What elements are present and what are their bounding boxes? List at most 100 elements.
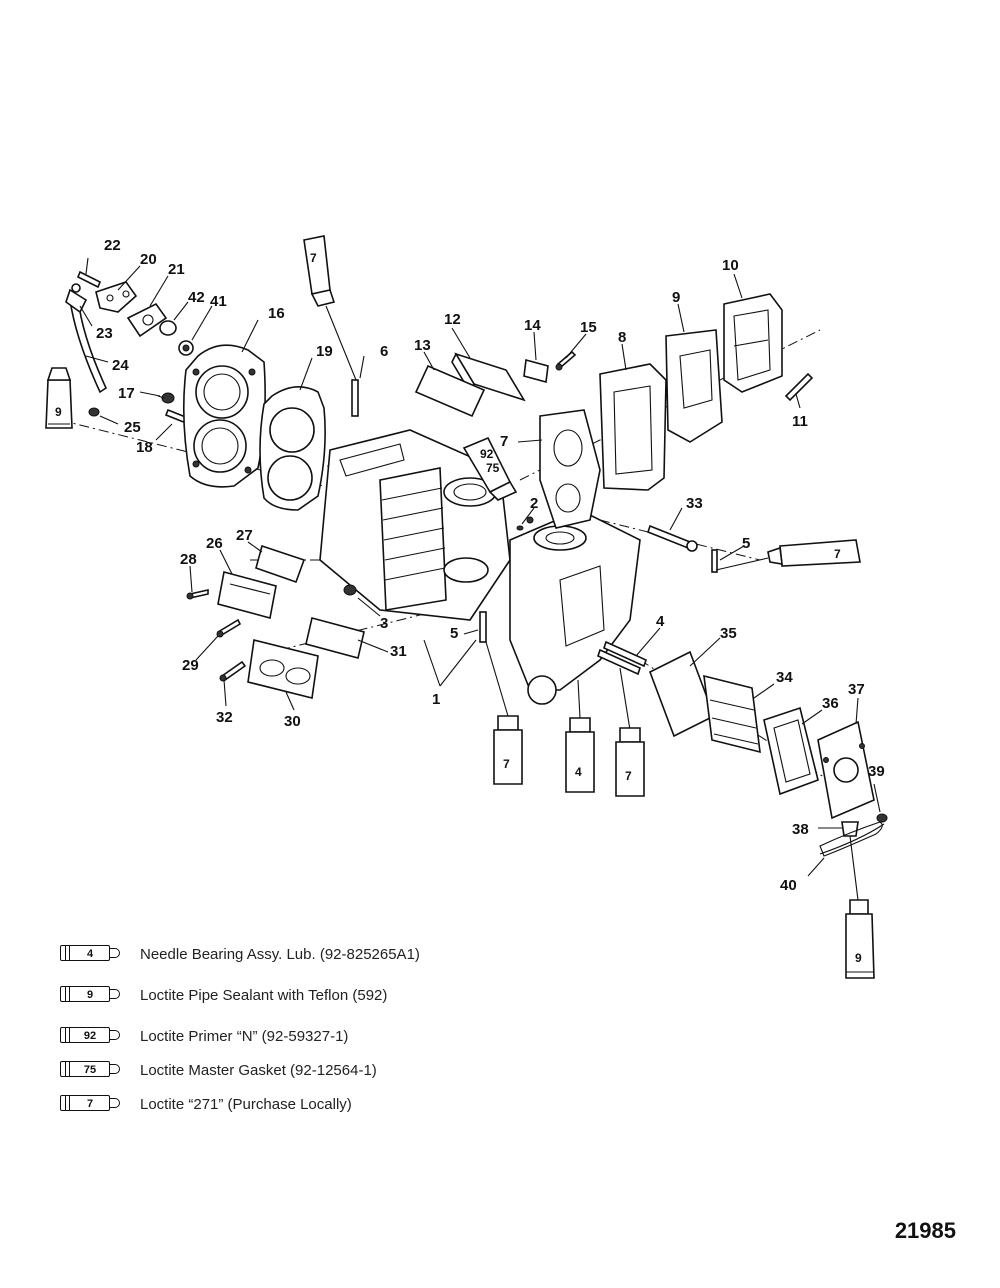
sealant-tube-7-right: 7 <box>767 539 861 567</box>
callout-27: 27 <box>236 527 253 544</box>
figure-number: 21985 <box>894 1218 956 1243</box>
fitting-41 <box>178 340 194 356</box>
callout-15: 15 <box>580 319 597 336</box>
callout-5-right: 5 <box>742 535 750 552</box>
callout-6: 6 <box>380 343 388 360</box>
tube-icon: 9 <box>60 984 126 1006</box>
callout-14: 14 <box>524 317 541 334</box>
callout-12: 12 <box>444 311 461 328</box>
stud-6 <box>351 379 359 417</box>
callout-7: 7 <box>500 433 508 450</box>
callout-19: 19 <box>316 343 333 360</box>
callout-16: 16 <box>268 305 285 322</box>
legend-text: Needle Bearing Assy. Lub. (92-825265A1) <box>140 945 420 963</box>
tube-label: 7 <box>503 757 510 771</box>
callout-9: 9 <box>672 289 680 306</box>
callout-33: 33 <box>686 495 703 512</box>
callout-41: 41 <box>210 293 227 310</box>
leader-lines <box>79 257 881 877</box>
legend-row: 9 Loctite Pipe Sealant with Teflon (592) <box>60 983 387 1007</box>
legend-text: Loctite Master Gasket (92-12564-1) <box>140 1061 377 1079</box>
callout-13: 13 <box>414 337 431 354</box>
reed-housing-26 <box>217 571 277 619</box>
tube-label: 75 <box>486 461 500 475</box>
legend-row: 75 Loctite Master Gasket (92-12564-1) <box>60 1058 377 1082</box>
sealant-tube-4-bottom: 4 <box>565 717 595 793</box>
callout-17: 17 <box>118 385 135 402</box>
tube-label: 7 <box>310 251 317 265</box>
screw-28 <box>186 589 209 600</box>
gasket-35 <box>648 650 716 738</box>
cover-37 <box>817 720 875 820</box>
tube-icon: 75 <box>60 1059 126 1081</box>
callout-32: 32 <box>216 709 233 726</box>
elbow-fitting-23 <box>65 283 88 314</box>
cylinder-head-16 <box>182 344 266 488</box>
gasket-9 <box>665 329 723 443</box>
callout-10: 10 <box>722 257 739 274</box>
callout-22: 22 <box>104 237 121 254</box>
sealant-tube-92-75: 92 75 <box>462 436 518 501</box>
crankcase <box>509 509 641 705</box>
tube-label: 92 <box>480 447 494 461</box>
cylinder-block-1 <box>319 429 511 621</box>
tube-label: 7 <box>834 547 841 561</box>
plug-42 <box>159 320 177 336</box>
callout-25: 25 <box>124 419 141 436</box>
callout-37: 37 <box>848 681 865 698</box>
screw-11 <box>784 372 814 402</box>
cover-30 <box>247 639 319 699</box>
gasket-13 <box>414 364 486 418</box>
legend-row: 92 Loctite Primer “N” (92-59327-1) <box>60 1024 348 1048</box>
callout-38: 38 <box>792 821 809 838</box>
callout-8: 8 <box>618 329 626 346</box>
screw-29 <box>216 618 242 638</box>
cover-20 <box>95 281 138 313</box>
legend-text: Loctite “271” (Purchase Locally) <box>140 1095 352 1113</box>
tube-label: 4 <box>575 765 582 779</box>
callout-21: 21 <box>168 261 185 278</box>
bolt-17 <box>157 392 175 404</box>
tube-label: 9 <box>55 405 62 419</box>
callout-20: 20 <box>140 251 157 268</box>
fitting-38 <box>841 821 859 837</box>
head-gasket-19 <box>259 386 326 511</box>
screw-39 <box>876 813 888 823</box>
sealant-tube-7-bottom-a: 7 <box>493 715 523 785</box>
stud-4a <box>603 640 647 668</box>
plug-3 <box>343 584 357 596</box>
callout-24: 24 <box>112 357 129 374</box>
transfer-cover-8 <box>599 363 667 491</box>
gasket-31 <box>305 617 365 659</box>
callout-11: 11 <box>792 413 808 430</box>
callout-18: 18 <box>136 439 153 456</box>
exhaust-cover-10 <box>723 293 783 393</box>
screw-15 <box>555 350 577 371</box>
tube-label: 9 <box>855 951 862 965</box>
stud-4b <box>597 648 641 676</box>
tube-label: 7 <box>625 769 632 783</box>
bolt-33 <box>647 524 698 552</box>
callout-1: 1 <box>432 691 440 708</box>
callout-5-block: 5 <box>450 625 458 642</box>
tube-icon: 7 <box>60 1093 126 1115</box>
tube-icon: 4 <box>60 943 126 965</box>
gasket-27 <box>255 544 306 584</box>
callout-36: 36 <box>822 695 839 712</box>
tube-icon: 92 <box>60 1025 126 1047</box>
callout-35: 35 <box>720 625 737 642</box>
legend-text: Loctite Pipe Sealant with Teflon (592) <box>140 986 388 1004</box>
stud-5-block <box>479 611 487 643</box>
callout-labels: 22 20 21 42 41 16 19 6 23 24 17 25 18 12… <box>96 237 885 894</box>
callout-2: 2 <box>530 495 538 512</box>
stud-5-right <box>711 549 718 573</box>
gasket-36 <box>763 706 819 796</box>
callout-26: 26 <box>206 535 223 552</box>
callout-42: 42 <box>188 289 205 306</box>
sealant-tube-7-bottom-b: 7 <box>615 727 645 797</box>
callout-23: 23 <box>96 325 113 342</box>
sealant-tube-9-left: 9 <box>45 367 73 429</box>
reed-block-34 <box>703 674 761 754</box>
sealant-tube-9-bottom: 9 <box>845 899 875 979</box>
